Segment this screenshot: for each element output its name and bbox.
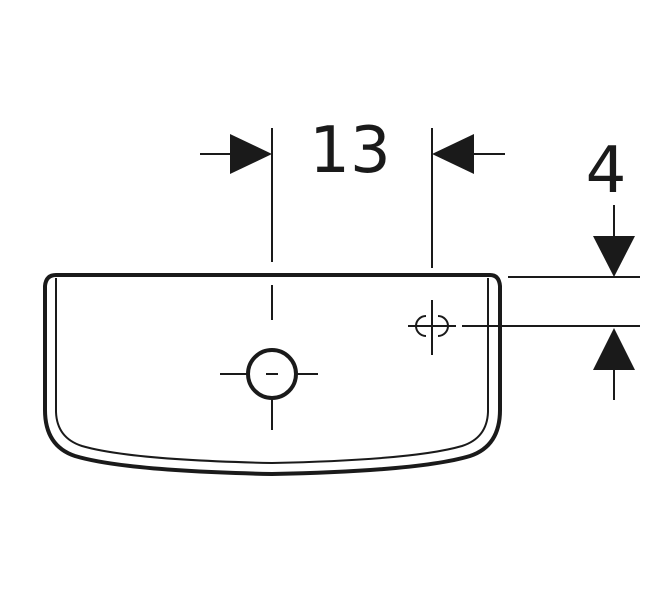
- lid-inner-rim: [55, 278, 489, 464]
- dim4-label: 4: [586, 134, 627, 208]
- hole-right-arc-left: [415, 315, 427, 337]
- dim4-arrow-top-head: [593, 236, 635, 277]
- dim13-label: 13: [309, 114, 390, 188]
- hole-right-arc-right: [437, 315, 449, 337]
- dim4-arrow-bottom-head: [593, 328, 635, 370]
- lid-outer-outline: [43, 273, 502, 476]
- dim13-arrow-left-head: [230, 134, 272, 174]
- dim13-arrow-right-head: [432, 134, 474, 174]
